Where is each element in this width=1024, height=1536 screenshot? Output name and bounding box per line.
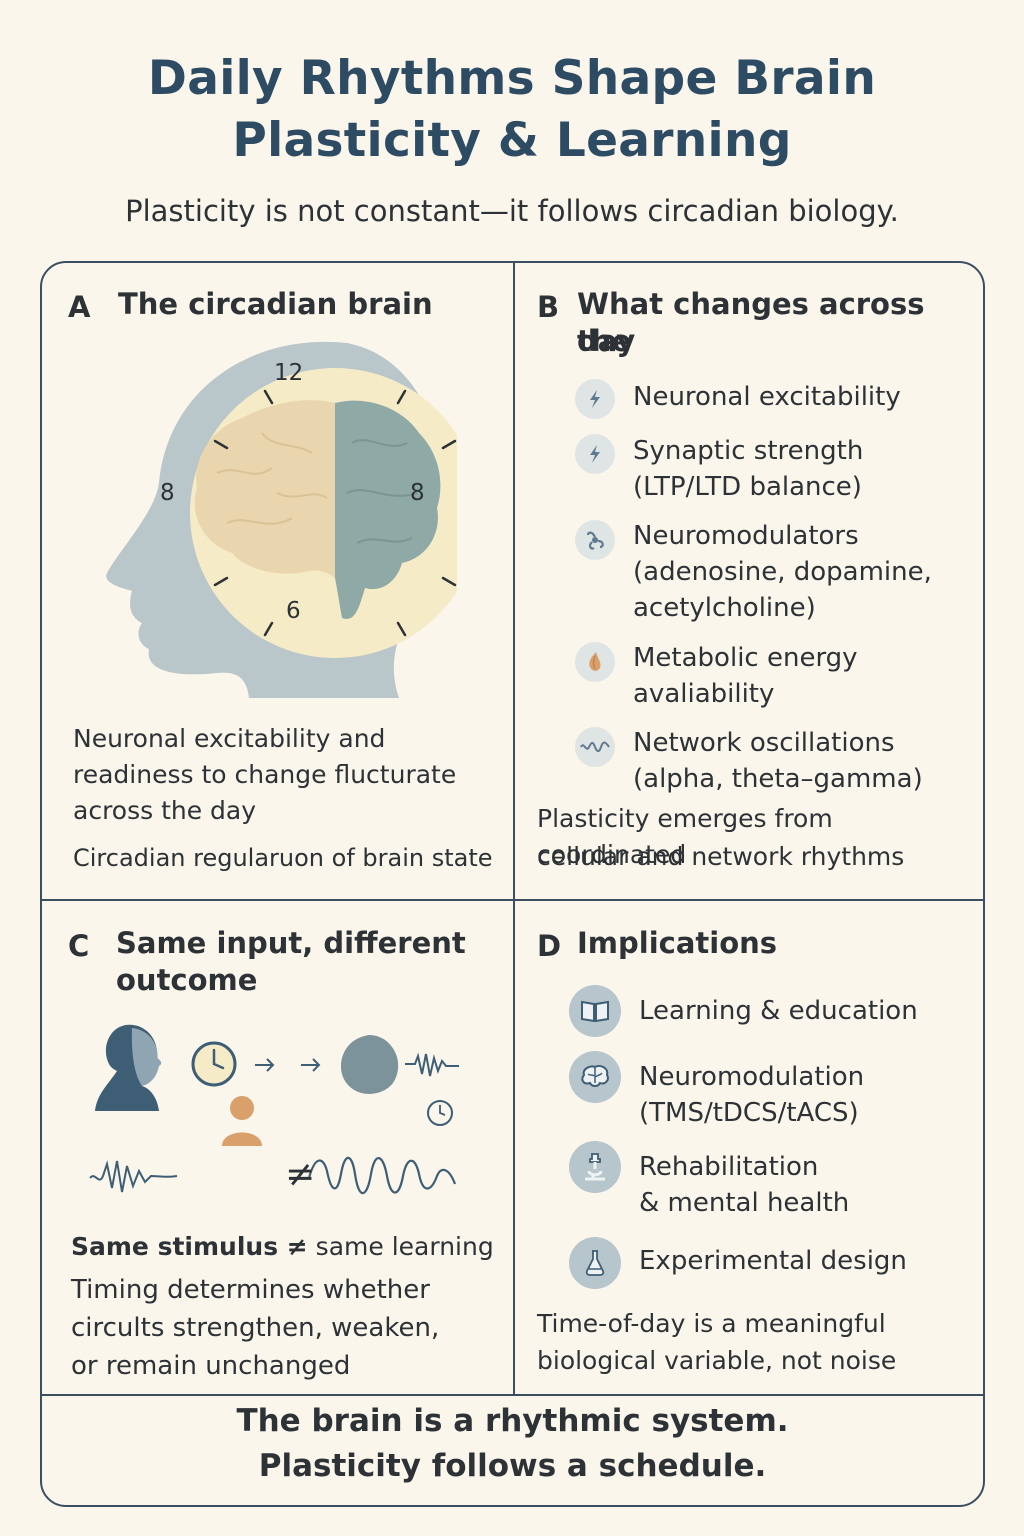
panel-b-letter: B xyxy=(537,290,560,324)
brain-icon xyxy=(569,1051,621,1103)
footer-line-1: The brain is a rhythmic system. xyxy=(236,1403,789,1439)
horizontal-divider-middle xyxy=(42,899,983,901)
list-item-network-oscillations: Network oscillations xyxy=(633,728,895,758)
timing-comparison-illustration xyxy=(89,1024,459,1195)
wave-icon xyxy=(575,727,615,767)
panel-c-title-line-1: Same input, different xyxy=(116,926,466,960)
lightning-icon xyxy=(575,434,615,474)
page-subtitle: Plasticity is not constant—it follows ci… xyxy=(125,194,899,228)
energy-drop-icon xyxy=(575,642,615,682)
book-icon xyxy=(569,985,621,1037)
clock-label-right-8: 8 xyxy=(410,480,425,506)
brain-left-hemisphere xyxy=(194,400,335,578)
horizontal-divider-footer xyxy=(42,1394,983,1396)
panel-a-caption: Circadian regularuon of brain state xyxy=(73,844,493,872)
panel-d: D Implications Learning & education Neur… xyxy=(515,901,983,1394)
list-item-metabolic-energy: Metabolic energy xyxy=(633,643,858,673)
clock-label-6: 6 xyxy=(286,598,301,624)
panel-b: B What changes across the day Neuronal e… xyxy=(515,263,983,899)
panel-c-statement-rest: same learning xyxy=(307,1232,494,1261)
list-item-neuromodulators-detail-2: acetylcholine) xyxy=(633,593,816,623)
panel-c-statement-bold: Same stimulus ≠ xyxy=(71,1232,308,1261)
flask-icon xyxy=(569,1237,621,1289)
list-item-learning-education: Learning & education xyxy=(639,996,918,1026)
list-item-synaptic-strength: Synaptic strength xyxy=(633,436,864,466)
clock-label-left-8: 8 xyxy=(160,480,175,506)
panel-a-title: The circadian brain xyxy=(118,287,433,321)
molecule-icon xyxy=(575,520,615,560)
panel-a: A The circadian brain xyxy=(42,263,513,899)
panel-a-text-line-2: readiness to change flucturate xyxy=(73,760,457,789)
footer-line-2: Plasticity follows a schedule. xyxy=(258,1448,767,1484)
panel-a-text-line-3: across the day xyxy=(73,796,257,825)
title-line-1: Daily Rhythms Shape Brain xyxy=(147,51,877,106)
list-item-rehabilitation-detail: & mental health xyxy=(639,1188,850,1218)
list-item-network-oscillations-detail: (alpha, theta–gamma) xyxy=(633,764,923,794)
panel-a-letter: A xyxy=(68,290,91,324)
list-item-rehabilitation: Rehabilitation xyxy=(639,1152,819,1182)
list-item-neuronal-excitability: Neuronal excitability xyxy=(633,382,901,412)
list-item-neuromodulators: Neuromodulators xyxy=(633,521,859,551)
clock-label-12: 12 xyxy=(274,360,304,386)
panels-frame: A The circadian brain xyxy=(40,261,985,1507)
list-item-neuromodulation: Neuromodulation xyxy=(639,1062,865,1092)
oscillation-wave-right xyxy=(307,1156,457,1195)
panel-c-text-line-3: or remain unchanged xyxy=(71,1351,351,1381)
title-line-2: Plasticity & Learning xyxy=(232,113,792,168)
oscillation-wave-left xyxy=(89,1160,178,1193)
panel-c-text-line-1: Timing determines whether xyxy=(71,1275,430,1305)
panel-d-title: Implications xyxy=(577,926,778,960)
pie-chart-icon xyxy=(340,1035,399,1094)
person-icon xyxy=(222,1096,262,1146)
clock-icon xyxy=(191,1041,237,1087)
panel-b-title-line-1: What changes across the xyxy=(577,287,925,358)
list-item-neuromodulators-detail-1: (adenosine, dopamine, xyxy=(633,557,932,587)
small-wave-icon xyxy=(405,1052,459,1077)
panel-b-summary-line-2: cellular and network rhythms xyxy=(537,842,905,871)
list-item-neuromodulation-detail: (TMS/tDCS/tACS) xyxy=(639,1098,859,1128)
list-item-experimental-design: Experimental design xyxy=(639,1246,907,1276)
brain-right-hemisphere xyxy=(335,400,441,619)
panel-c-statement: Same stimulus ≠ same learning xyxy=(71,1229,494,1265)
panel-c: C Same input, different outcome xyxy=(42,901,513,1394)
list-item-synaptic-strength-detail: (LTP/LTD balance) xyxy=(633,472,862,502)
list-item-metabolic-energy-detail: avaliability xyxy=(633,679,775,709)
clock-icon xyxy=(427,1100,453,1126)
panel-a-text-line-1: Neuronal excitability and xyxy=(73,724,386,753)
not-equal-symbol: ≠ xyxy=(285,1154,316,1195)
vertical-divider xyxy=(513,263,515,1396)
page-title: Daily Rhythms Shape Brain Plasticity & L… xyxy=(0,48,1024,172)
panel-c-text-line-2: circults strengthen, weaken, xyxy=(71,1313,440,1343)
microscope-icon xyxy=(569,1141,621,1193)
panel-b-title-line-2: day xyxy=(577,324,636,358)
panel-d-letter: D xyxy=(537,929,562,963)
panel-c-title-line-2: outcome xyxy=(116,963,258,997)
panel-d-text-line-2: biological variable, not noise xyxy=(537,1346,897,1375)
arrow-right-icon xyxy=(255,1058,321,1072)
circadian-brain-illustration xyxy=(106,341,457,698)
panel-b-summary-line-1: Plasticity emerges from coordinated xyxy=(537,804,833,869)
panel-c-letter: C xyxy=(68,929,90,963)
panel-d-text-line-1: Time-of-day is a meaningful xyxy=(537,1309,886,1338)
footer-message: The brain is a rhythmic system. Plastici… xyxy=(42,1399,983,1489)
lightning-icon xyxy=(575,379,615,419)
